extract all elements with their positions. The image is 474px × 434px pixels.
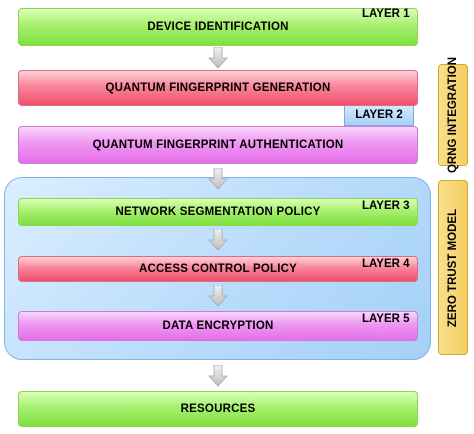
layer-3-label: LAYER 3	[362, 200, 410, 212]
arrow-down-icon	[208, 168, 228, 190]
quantum-fingerprint-authentication-bar: QUANTUM FINGERPRINT AUTHENTICATION	[18, 126, 418, 164]
resources-label: RESOURCES	[180, 403, 256, 415]
resources-bar: RESOURCES	[18, 391, 418, 427]
arrow-down-icon	[208, 47, 228, 69]
quantum-fingerprint-generation-bar: QUANTUM FINGERPRINT GENERATION	[18, 70, 418, 106]
device-identification-label: DEVICE IDENTIFICATION	[147, 21, 289, 33]
qrng-integration-box: QRNG INTEGRATION	[438, 57, 468, 173]
layer-1-label: LAYER 1	[362, 8, 410, 20]
network-segmentation-policy-bar: NETWORK SEGMENTATION POLICY	[18, 198, 418, 226]
data-encryption-bar: DATA ENCRYPTION	[18, 311, 418, 341]
layer-5-label: LAYER 5	[362, 313, 410, 325]
zero-trust-model-label: ZERO TRUST MODEL	[447, 208, 459, 327]
arrow-down-icon	[208, 365, 228, 387]
data-encryption-label: DATA ENCRYPTION	[162, 320, 274, 332]
layer-2-label: LAYER 2	[355, 109, 403, 121]
arrow-down-icon	[208, 285, 228, 307]
layer-2-tag: LAYER 2	[344, 104, 414, 126]
layer-4-label: LAYER 4	[362, 258, 410, 270]
arrow-down-icon	[208, 229, 228, 251]
network-segmentation-policy-label: NETWORK SEGMENTATION POLICY	[115, 206, 321, 218]
access-control-policy-label: ACCESS CONTROL POLICY	[139, 263, 297, 275]
device-identification-bar: DEVICE IDENTIFICATION	[18, 8, 418, 46]
qrng-integration-label: QRNG INTEGRATION	[447, 56, 459, 174]
quantum-fingerprint-authentication-label: QUANTUM FINGERPRINT AUTHENTICATION	[92, 139, 344, 151]
zero-trust-model-box: ZERO TRUST MODEL	[438, 180, 468, 355]
quantum-fingerprint-generation-label: QUANTUM FINGERPRINT GENERATION	[105, 82, 331, 94]
access-control-policy-bar: ACCESS CONTROL POLICY	[18, 256, 418, 282]
